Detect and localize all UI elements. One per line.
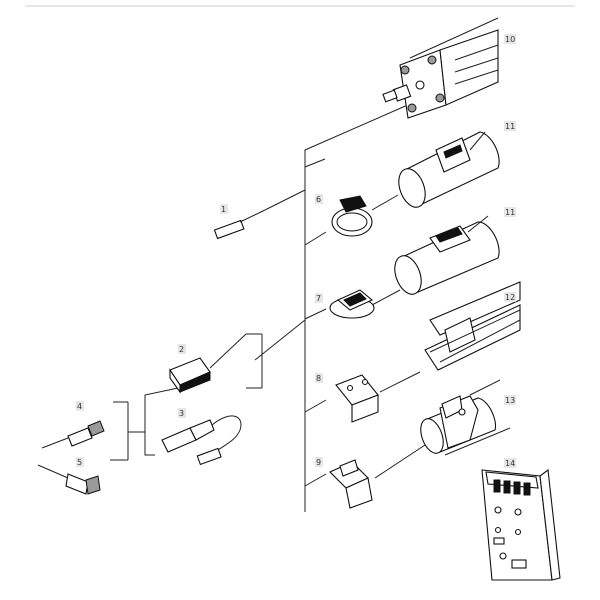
- part-10-cylinder: [382, 17, 499, 119]
- label-4: 4: [77, 402, 82, 411]
- label-1: 1: [221, 205, 226, 214]
- label-10: 10: [505, 35, 515, 44]
- part-11-tube-second: [394, 215, 500, 295]
- part-8-bracket: [335, 374, 379, 423]
- part-7-slot-mount: [329, 289, 375, 319]
- part-6-band-clamp: [331, 195, 373, 237]
- label-11a: 11: [505, 122, 515, 131]
- part-1-sensor: [213, 209, 266, 240]
- label-14: 14: [505, 459, 515, 468]
- label-7: 7: [316, 294, 321, 303]
- part-5-angled-connector: [37, 464, 101, 495]
- label-6: 6: [316, 195, 321, 204]
- part-3-cylindrical-sensor: [161, 415, 242, 466]
- part-9-bracket: [329, 459, 373, 509]
- part-11-tube-top: [398, 131, 500, 208]
- label-2: 2: [179, 345, 184, 354]
- label-9: 9: [316, 458, 321, 467]
- part-2-block-sensor: [169, 333, 247, 394]
- label-12: 12: [505, 293, 515, 302]
- label-13: 13: [505, 396, 515, 405]
- part-4-straight-connector: [41, 420, 105, 449]
- connector-lines: [110, 103, 426, 512]
- part-12-profile-rail: [424, 281, 521, 371]
- part-13-tube-clamp: [420, 379, 511, 456]
- label-11b: 11: [505, 208, 515, 217]
- label-5: 5: [77, 458, 82, 467]
- label-3: 3: [179, 409, 184, 418]
- part-14-tester-device: [481, 468, 561, 581]
- label-8: 8: [316, 374, 321, 383]
- part-labels: 10 11 11 12 13 14 6 7 8 9 1 2 3 4 5: [76, 34, 516, 468]
